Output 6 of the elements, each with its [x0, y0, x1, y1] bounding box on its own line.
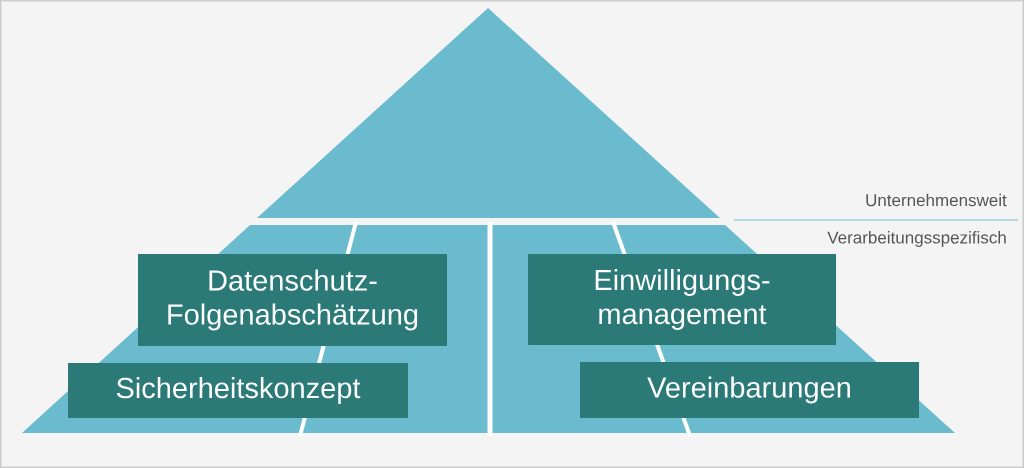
text-box: Datenschutz- Folgenabschätzung: [138, 254, 447, 346]
text-box: Einwilligungs- management: [528, 254, 836, 345]
text-box: Vereinbarungen: [580, 362, 919, 418]
level-label: Unternehmensweit: [866, 193, 1007, 207]
level-label: Verarbeitungsspezifisch: [827, 231, 1006, 247]
text-box: Sicherheitskonzept: [68, 363, 408, 418]
